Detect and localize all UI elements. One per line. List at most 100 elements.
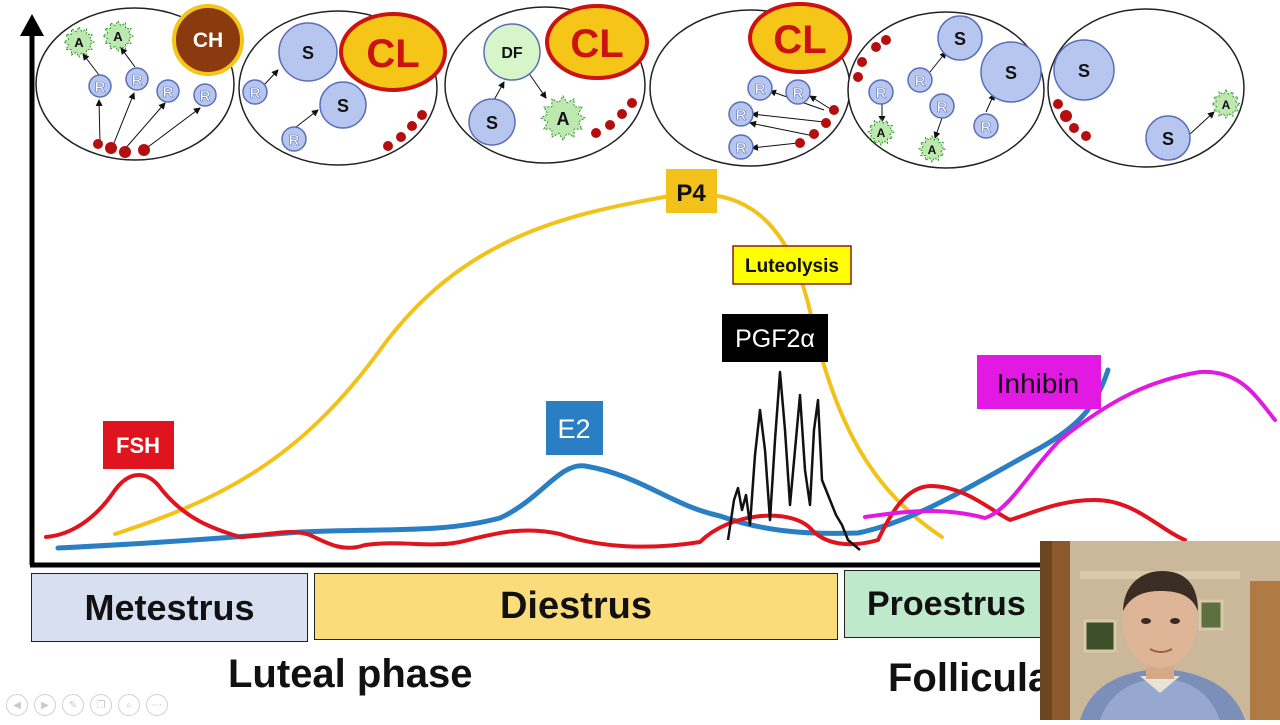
label-s: S: [337, 96, 349, 116]
presenter-webcam: [1040, 541, 1280, 720]
label-s: S: [1162, 129, 1174, 149]
atretic-follicle: [540, 95, 586, 141]
label-cl: CL: [570, 22, 623, 66]
pgf-label-box: [722, 314, 828, 362]
label-r: R: [163, 84, 174, 101]
y-axis-arrowhead: [20, 14, 44, 36]
recruited-follicle: [973, 113, 999, 139]
dot: [1053, 99, 1063, 109]
phase-proestrus: Proestrus: [844, 570, 1044, 638]
dot: [407, 121, 417, 131]
dot: [795, 138, 805, 148]
more-icon[interactable]: ⋯: [146, 694, 168, 716]
label-cl: CL: [773, 18, 826, 62]
recruited-follicle: [125, 67, 149, 91]
dot: [591, 128, 601, 138]
e2-label: E2: [557, 414, 590, 444]
phase-diestrus: Diestrus: [314, 573, 838, 640]
label-r: R: [200, 88, 211, 105]
inhibin-curve: [863, 369, 1277, 521]
dot: [105, 142, 117, 154]
phase-proestrus-label: Proestrus: [867, 584, 1026, 623]
luteal-phase-label: Luteal phase: [228, 652, 473, 696]
label-r: R: [95, 79, 106, 96]
label-a: A: [877, 126, 886, 140]
recruited-follicle: [868, 79, 894, 105]
inhibin-label: Inhibin: [997, 368, 1080, 399]
ovary-2-contents: S S R R CL: [242, 12, 447, 152]
recruited-follicle: [193, 83, 217, 107]
fsh-label: FSH: [116, 433, 160, 458]
corpus-luteum: [748, 2, 852, 74]
dot: [853, 72, 863, 82]
dominant-follicle: [483, 23, 541, 81]
label-ch: CH: [193, 29, 223, 52]
dot: [829, 105, 839, 115]
recruited-follicle: [907, 67, 933, 93]
recruited-follicle: [785, 79, 811, 105]
recruited-follicle: [728, 101, 754, 127]
label-a: A: [557, 109, 570, 129]
dot: [383, 141, 393, 151]
dot: [417, 110, 427, 120]
inhibin-label-box: [977, 355, 1101, 409]
play-icon[interactable]: ▶: [34, 694, 56, 716]
recruited-follicle: [281, 126, 307, 152]
corpus-luteum: [339, 12, 447, 92]
atretic-follicle: [102, 20, 134, 52]
label-r: R: [915, 73, 926, 90]
label-r: R: [736, 140, 747, 157]
slide-toolbar[interactable]: ◀ ▶ ✎ ❐ ⌕ ⋯: [6, 694, 168, 716]
p4-label-box: [666, 169, 717, 213]
dot: [1060, 110, 1072, 122]
label-r: R: [981, 119, 992, 136]
label-a: A: [1222, 98, 1231, 112]
phase-diestrus-label: Diestrus: [499, 585, 653, 627]
label-r: R: [755, 81, 766, 98]
dot: [627, 98, 637, 108]
phase-metestrus-label: Metestrus: [84, 586, 255, 628]
copy-icon[interactable]: ❐: [90, 694, 112, 716]
selected-follicle: [937, 15, 983, 61]
dot: [119, 146, 131, 158]
recruited-follicle: [242, 79, 268, 105]
fsh-label-box: [103, 421, 174, 469]
label-a: A: [113, 29, 123, 44]
label-a: A: [74, 35, 84, 50]
atretic-follicle: [1211, 89, 1241, 119]
ovary-1-contents: R R R R A A CH: [63, 4, 244, 158]
atretic-follicle: [918, 135, 946, 163]
selected-follicle: [319, 81, 367, 129]
dot: [93, 139, 103, 149]
label-s: S: [1078, 61, 1090, 81]
label-s: S: [302, 43, 314, 63]
selected-follicle: [1053, 39, 1115, 101]
label-s: S: [1005, 63, 1017, 83]
ovary-3-contents: DF S A CL: [468, 4, 649, 146]
label-cl: CL: [366, 32, 419, 76]
dot: [617, 109, 627, 119]
dot: [809, 129, 819, 139]
luteolysis-label-box: [732, 245, 852, 285]
selected-follicle: [980, 41, 1042, 103]
label-r: R: [289, 132, 300, 149]
label-r: R: [937, 99, 948, 116]
e2-label-box: [546, 401, 603, 455]
dot: [821, 118, 831, 128]
selected-follicle: [278, 22, 338, 82]
atretic-follicle: [63, 26, 95, 58]
zoom-icon[interactable]: ⌕: [118, 694, 140, 716]
label-s: S: [954, 29, 966, 49]
label-r: R: [793, 85, 804, 102]
back-icon[interactable]: ◀: [6, 694, 28, 716]
label-r: R: [250, 85, 261, 102]
dot: [1081, 131, 1091, 141]
p4-curve: [113, 191, 944, 539]
dot: [857, 57, 867, 67]
label-s: S: [486, 113, 498, 133]
recruited-follicle: [747, 75, 773, 101]
pen-icon[interactable]: ✎: [62, 694, 84, 716]
dot: [605, 120, 615, 130]
